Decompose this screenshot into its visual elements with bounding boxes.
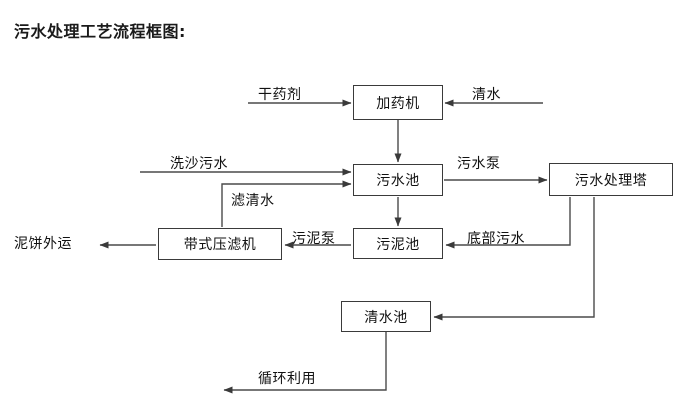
node-sewage-treatment-tower[interactable]: 污水处理塔 (549, 163, 673, 196)
edge-treatment-tower-to-sludge-pool (445, 197, 571, 249)
node-belt-filter-press[interactable]: 带式压滤机 (158, 228, 282, 260)
edge-label-sewage-pump: 污水泵 (457, 156, 501, 172)
node-sludge-pool[interactable]: 污泥池 (353, 228, 443, 259)
node-sewage-pool[interactable]: 污水池 (353, 164, 443, 196)
edge-label-sludge-pump: 污泥泵 (292, 231, 336, 247)
edge-label-sand-washing-sewage: 洗沙污水 (170, 156, 228, 172)
edge-label-clear-water-in: 清水 (472, 87, 501, 103)
edge-clear-water-pool-to-recycle (223, 332, 387, 394)
edge-label-filtered-clear-water: 滤清水 (231, 193, 275, 209)
page-title: 污水处理工艺流程框图: (14, 22, 186, 41)
terminal-label-mud-cake-export: 泥饼外运 (14, 236, 72, 252)
edge-label-bottom-sewage: 底部污水 (467, 231, 525, 247)
edge-belt-filter-press-to-sewage-pool (221, 180, 352, 227)
edge-label-dry-reagent: 干药剂 (258, 87, 302, 103)
node-clear-water-pool[interactable]: 清水池 (341, 301, 431, 332)
edge-label-recycle-use: 循环利用 (258, 371, 316, 387)
edge-treatment-tower-to-clear-water-pool (433, 197, 595, 321)
node-dosing-machine[interactable]: 加药机 (353, 85, 443, 120)
